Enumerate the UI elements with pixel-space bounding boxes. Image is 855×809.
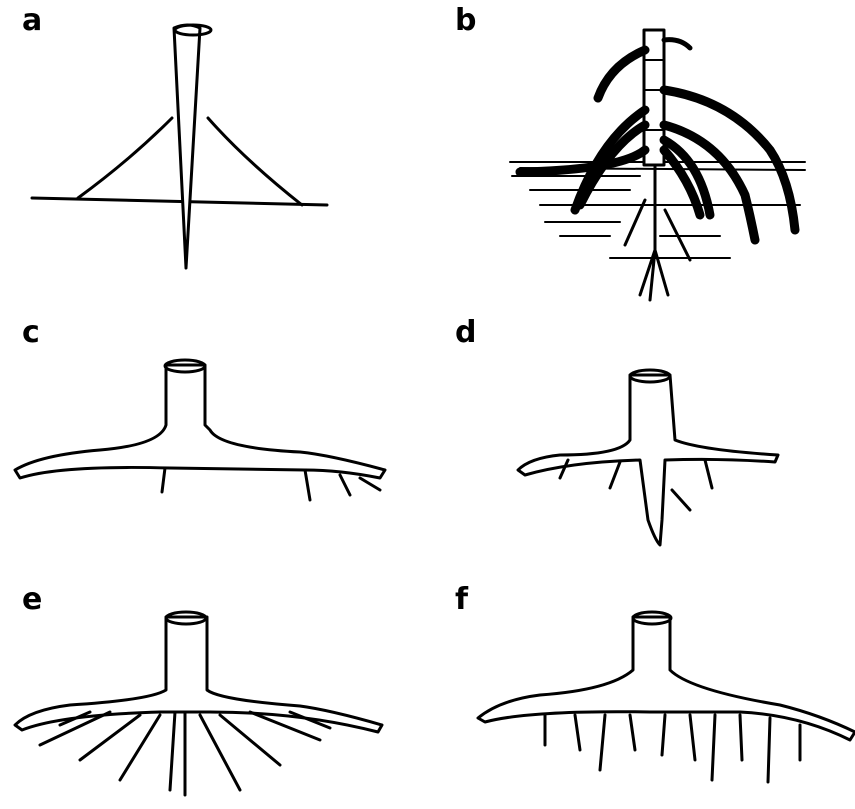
panel-c-illustration bbox=[15, 360, 385, 500]
panel-f-illustration bbox=[478, 612, 855, 782]
panel-b-illustration bbox=[510, 30, 805, 300]
ground-line-a bbox=[32, 198, 327, 205]
taproot-stem bbox=[174, 25, 200, 268]
guy-line-right bbox=[208, 118, 302, 205]
plate-root-c bbox=[15, 365, 385, 478]
panel-e-illustration bbox=[15, 612, 382, 795]
panel-a-illustration bbox=[32, 25, 327, 268]
plate-root-e bbox=[15, 617, 382, 732]
plate-root-f bbox=[478, 617, 855, 740]
panel-d-illustration bbox=[518, 370, 778, 545]
plate-root-d bbox=[518, 375, 778, 545]
guy-line-left bbox=[78, 118, 172, 198]
